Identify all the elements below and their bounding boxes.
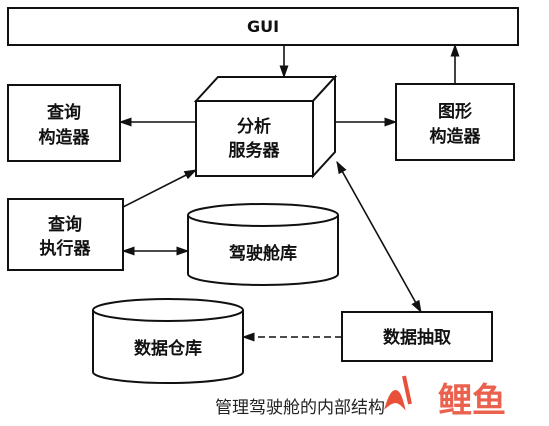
data-warehouse-cylinder: 数据仓库 bbox=[92, 298, 244, 384]
cockpit-db-cylinder: 驾驶舱库 bbox=[187, 203, 339, 286]
query-builder-label-line2: 构造器 bbox=[39, 127, 91, 148]
analysis-server-label-line1: 分析 bbox=[237, 116, 271, 137]
gui-bar: GUI bbox=[7, 7, 519, 46]
query-builder-box: 查询 构造器 bbox=[7, 84, 121, 162]
watermark: 鲤鱼 bbox=[384, 375, 506, 421]
graphics-builder-label-line2: 构造器 bbox=[430, 126, 482, 147]
cockpit-db-label: 驾驶舱库 bbox=[229, 243, 297, 264]
graphics-builder-box: 图形 构造器 bbox=[395, 83, 515, 161]
graphics-builder-label-line1: 图形 bbox=[438, 101, 472, 122]
figure-caption: 管理驾驶舱的内部结构 bbox=[215, 398, 385, 418]
analysis-server-box: 分析 服务器 bbox=[193, 74, 338, 179]
edge-query-executor-to-analysis-server bbox=[122, 169, 198, 208]
data-warehouse-label: 数据仓库 bbox=[134, 338, 202, 359]
data-extraction-label: 数据抽取 bbox=[383, 327, 451, 348]
query-executor-label-line1: 查询 bbox=[47, 214, 82, 235]
query-executor-label-line2: 执行器 bbox=[40, 238, 92, 259]
analysis-server-label-line2: 服务器 bbox=[229, 140, 281, 161]
data-extraction-box: 数据抽取 bbox=[341, 311, 493, 362]
watermark-logo-icon bbox=[384, 375, 412, 411]
query-executor-box: 查询 执行器 bbox=[7, 198, 124, 271]
edge-data-extraction-analysis-server bbox=[336, 160, 422, 314]
gui-label: GUI bbox=[247, 17, 279, 36]
query-builder-label-line1: 查询 bbox=[46, 102, 81, 123]
watermark-text: 鲤鱼 bbox=[438, 381, 506, 421]
